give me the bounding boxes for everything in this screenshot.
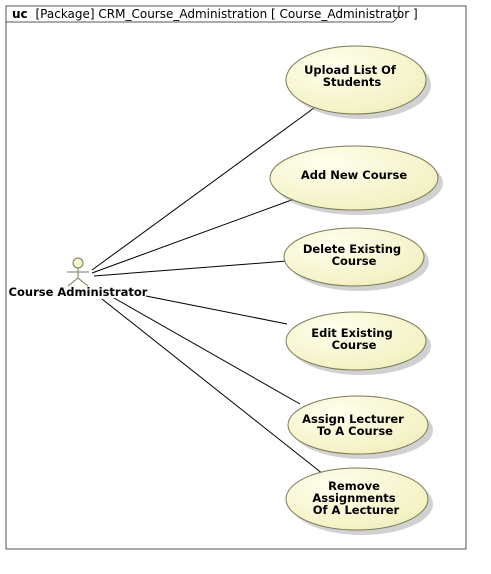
use-case-label: Add New Course xyxy=(301,168,407,182)
use-case-delete-existing-course[interactable]: Delete Existing Course xyxy=(283,227,429,291)
use-case-label-line: Edit Existing xyxy=(311,326,392,340)
use-case-label-line: Assign Lecturer xyxy=(302,412,404,426)
use-case-upload-list-of-students[interactable]: Upload List Of Students xyxy=(285,45,431,119)
use-case-label-line: Add New Course xyxy=(301,168,407,182)
actor-stick-figure-icon xyxy=(67,257,89,287)
use-case-label-line: Students xyxy=(323,75,382,89)
use-case-label-line: Upload List Of xyxy=(304,63,397,77)
use-case-label: Upload List Of Students xyxy=(304,63,400,89)
use-case-label-line: Delete Existing xyxy=(303,242,401,256)
use-case-add-new-course[interactable]: Add New Course xyxy=(269,145,443,215)
use-case-label-line: Of A Lecturer xyxy=(313,503,400,517)
association-assign xyxy=(113,297,301,405)
use-case-label: Edit Existing Course xyxy=(311,326,396,352)
use-case-label-line: Course xyxy=(332,254,377,268)
use-case-label-line: To A Course xyxy=(317,424,393,438)
associations xyxy=(91,107,324,475)
use-case-edit-existing-course[interactable]: Edit Existing Course xyxy=(285,311,431,375)
actor-course-administrator[interactable]: Course Administrator xyxy=(9,257,148,299)
use-case-remove-assignments-of-a-lecturer[interactable]: Remove Assignments Of A Lecturer xyxy=(285,467,433,535)
use-case-label-line: Course xyxy=(332,338,377,352)
use-case-label: Remove Assignments Of A Lecturer xyxy=(312,479,399,517)
use-case-assign-lecturer-to-a-course[interactable]: Assign Lecturer To A Course xyxy=(287,395,433,459)
association-remove xyxy=(101,298,324,475)
use-case-label-line: Assignments xyxy=(312,491,395,505)
association-delete xyxy=(93,260,288,277)
association-add xyxy=(91,197,298,274)
frame-kind: uc xyxy=(12,7,28,21)
actor-name: Course Administrator xyxy=(9,285,148,299)
svg-text:uc [Package] CRM_Course: uc [Package] CRM_Course_Administration [… xyxy=(12,7,418,21)
use-case-label-line: Remove xyxy=(328,479,380,493)
use-case-label: Assign Lecturer To A Course xyxy=(302,412,408,438)
frame-label: [Package] CRM_Course_Administration [ Co… xyxy=(35,7,417,21)
use-case-label: Delete Existing Course xyxy=(303,242,405,268)
association-upload xyxy=(91,107,315,271)
association-edit xyxy=(145,295,288,325)
